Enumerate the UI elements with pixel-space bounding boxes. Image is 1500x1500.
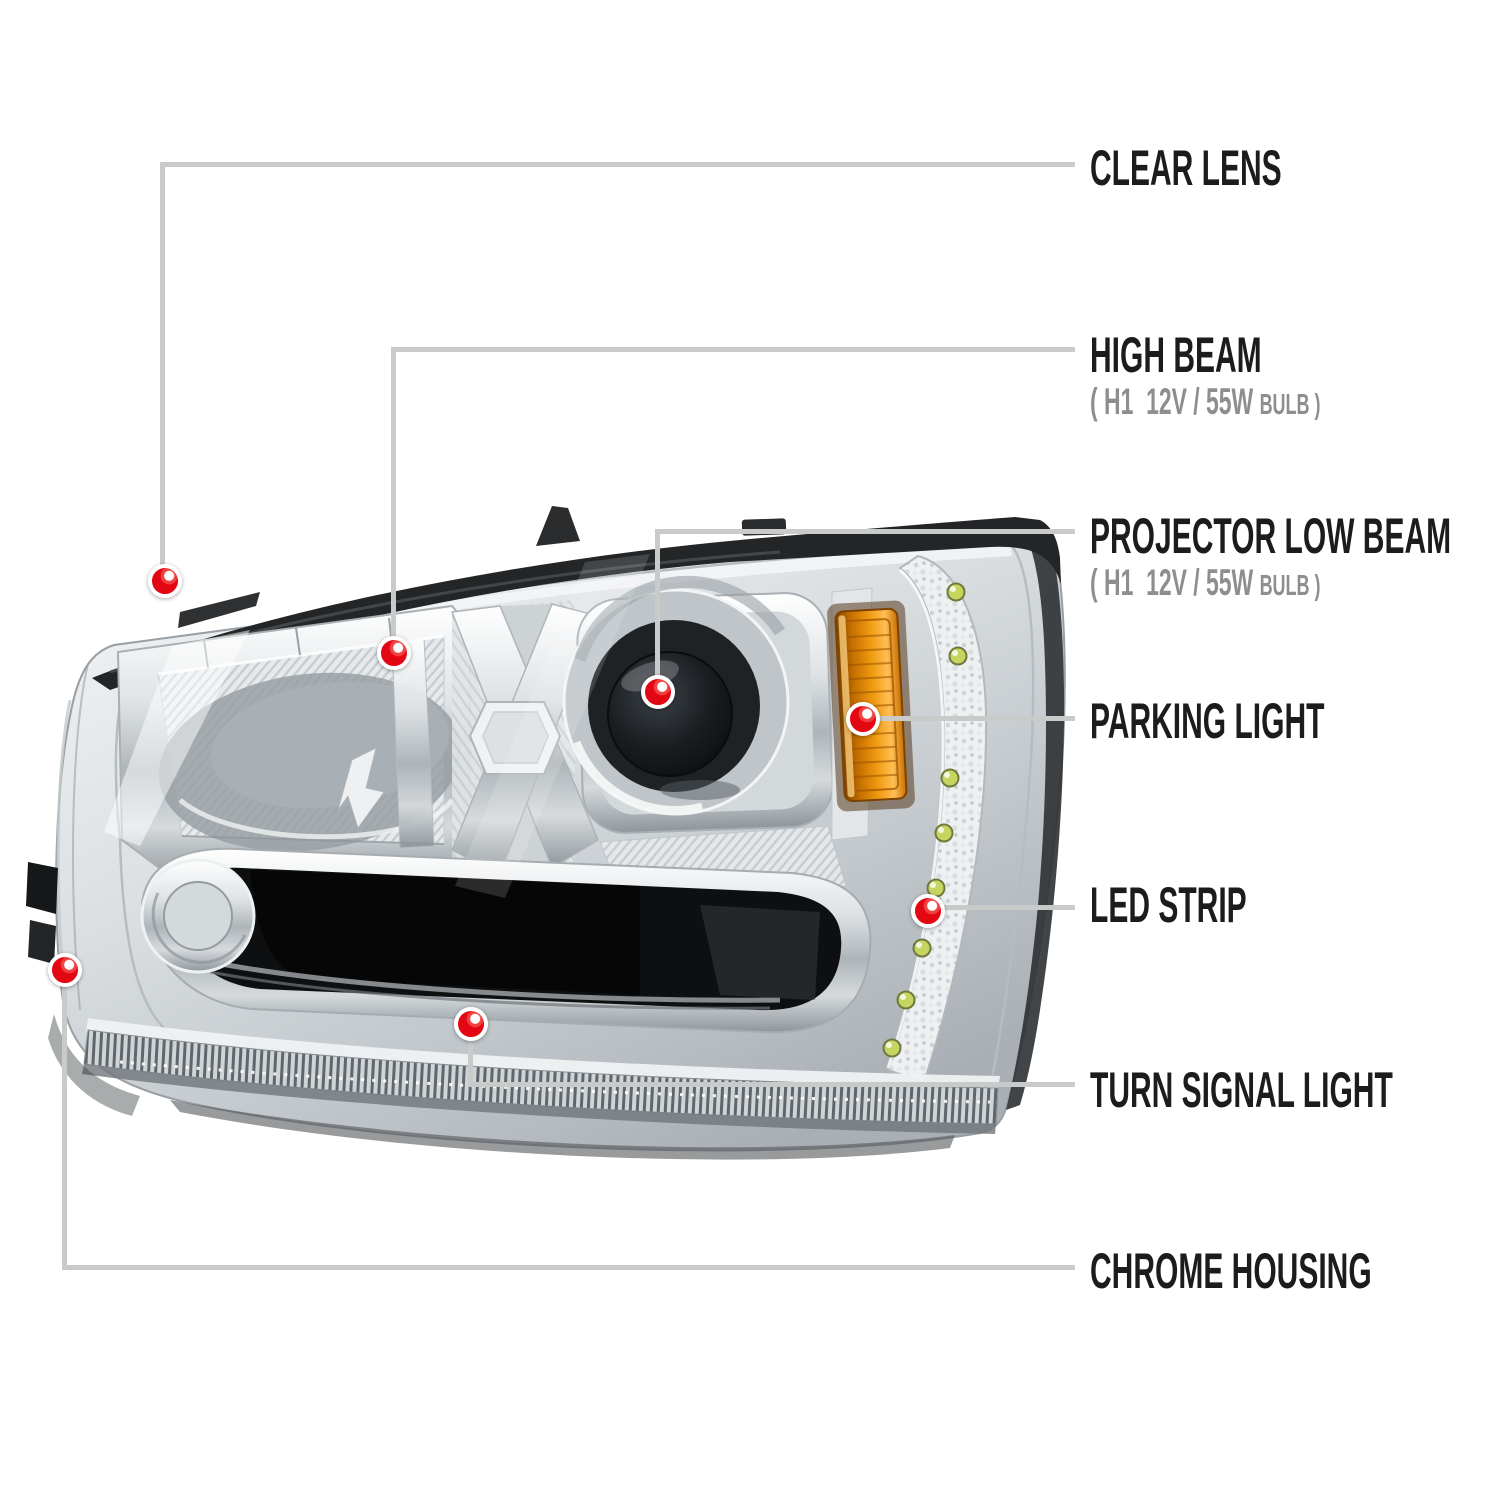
- left-edge-details: [26, 862, 140, 1116]
- callout-high-beam-label: HIGH BEAM ( H1 12V / 55W BULB ): [1090, 330, 1462, 427]
- callout-clear-lens-line-h: [160, 162, 1075, 167]
- callout-clear-lens-title: CLEAR LENS: [1090, 140, 1282, 196]
- callout-projector-line-h: [655, 529, 1075, 534]
- callout-high-beam-line-v: [391, 347, 396, 653]
- bulb-spec-small: BULB ): [1259, 389, 1321, 421]
- callout-projector-dot: [641, 675, 675, 709]
- callout-turn-signal-line-v: [468, 1024, 473, 1085]
- callout-parking-line-h: [861, 716, 1075, 721]
- callout-turn-signal-dot: [454, 1007, 488, 1041]
- callout-projector-subtitle: ( H1 12V / 55W BULB ): [1090, 561, 1463, 608]
- lower-opening: [140, 847, 872, 1034]
- callout-chrome-housing-dot: [48, 953, 82, 987]
- callout-high-beam-line-h: [391, 347, 1075, 352]
- callout-led-strip-dot: [911, 894, 945, 928]
- callout-high-beam-title: HIGH BEAM: [1090, 327, 1262, 383]
- callout-projector-line-v: [655, 529, 660, 692]
- bulb-spec: ( H1 12V / 55W: [1090, 562, 1260, 603]
- callout-parking-title: PARKING LIGHT: [1090, 693, 1325, 749]
- callout-chrome-housing-line-v: [62, 970, 67, 1268]
- callout-clear-lens-dot: [148, 564, 182, 598]
- callout-chrome-housing-title: CHROME HOUSING: [1090, 1243, 1372, 1299]
- turn-signal-band: [82, 1018, 1000, 1134]
- callout-clear-lens-label: CLEAR LENS: [1090, 143, 1409, 193]
- callout-parking-dot: [846, 702, 880, 736]
- center-x-facets: [450, 600, 599, 876]
- callout-projector-label: PROJECTOR LOW BEAM ( H1 12V / 55W BULB ): [1090, 511, 1500, 608]
- callout-parking-label: PARKING LIGHT: [1090, 696, 1481, 746]
- callout-chrome-housing-label: CHROME HOUSING: [1090, 1246, 1500, 1296]
- callout-chrome-housing-line-h: [62, 1265, 1075, 1270]
- bulb-spec: ( H1 12V / 55W: [1090, 381, 1260, 422]
- callout-led-strip-label: LED STRIP: [1090, 880, 1351, 930]
- led-diodes: [882, 582, 968, 1058]
- callout-high-beam-dot: [377, 636, 411, 670]
- callout-clear-lens-line-v: [160, 162, 165, 582]
- callout-led-strip-title: LED STRIP: [1090, 877, 1247, 933]
- callout-turn-signal-line-h: [468, 1082, 1075, 1087]
- projector-assembly: [562, 576, 873, 906]
- callout-turn-signal-title: TURN SIGNAL LIGHT: [1090, 1062, 1393, 1118]
- gloss-highlights: [104, 554, 650, 898]
- bulb-spec-small: BULB ): [1259, 570, 1321, 602]
- callout-projector-title: PROJECTOR LOW BEAM: [1090, 508, 1452, 564]
- callout-high-beam-subtitle: ( H1 12V / 55W BULB ): [1090, 380, 1320, 427]
- callout-turn-signal-label: TURN SIGNAL LIGHT: [1090, 1065, 1500, 1115]
- callout-led-strip-line-h: [926, 905, 1075, 910]
